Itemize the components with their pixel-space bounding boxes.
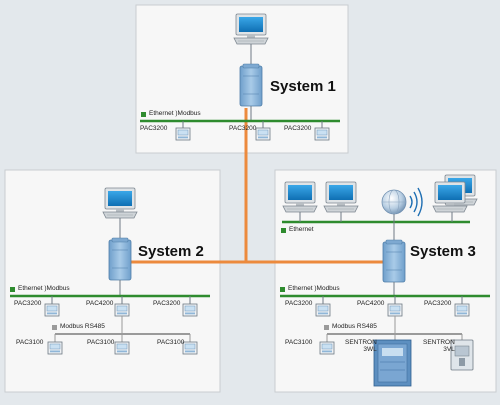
backbone-link <box>124 108 394 264</box>
system-3-bus-label: Ethernet )Modbus <box>280 285 340 293</box>
rs485-label-text: Modbus RS485 <box>332 323 377 330</box>
meter-icon <box>454 303 470 317</box>
system-1-bus-label: Ethernet )Modbus <box>141 110 201 118</box>
rs485-square-icon <box>324 324 329 330</box>
system-3-rs485-label: Modbus RS485 <box>324 323 377 331</box>
bus-label-text: Ethernet )Modbus <box>18 285 70 292</box>
workstation-icon <box>323 181 359 213</box>
breaker-3vl-label: SENTRON 3VL <box>423 339 455 353</box>
bus-label-text: Ethernet )Modbus <box>149 110 201 117</box>
system-1 <box>140 13 340 141</box>
meter-icon <box>314 127 330 141</box>
meter-label: PAC3200 <box>229 125 257 132</box>
meter-label: PAC3200 <box>14 300 42 307</box>
workstation-icon <box>432 181 468 213</box>
breaker-3wl-label: SENTRON 3WL <box>345 339 377 353</box>
meter-icon <box>387 303 403 317</box>
ethernet-square-icon <box>10 286 15 292</box>
meter-icon <box>114 303 130 317</box>
meter-icon <box>182 341 198 355</box>
system-2 <box>10 187 210 355</box>
meter-icon <box>255 127 271 141</box>
meter-label: PAC3100 <box>157 339 185 346</box>
meter-icon <box>47 341 63 355</box>
system-2-rs485-label: Modbus RS485 <box>52 323 105 331</box>
circuit-breaker-3wl-icon <box>373 339 412 387</box>
meter-label: PAC3200 <box>285 300 313 307</box>
system-3-ethernet-label: Ethernet <box>281 226 314 234</box>
gateway-device-icon <box>239 63 263 107</box>
gateway-device-icon <box>108 237 132 281</box>
meter-label: PAC4200 <box>86 300 114 307</box>
ethernet-label-text: Ethernet <box>289 226 314 233</box>
meter-label: PAC3100 <box>16 339 44 346</box>
workstation-icon <box>282 181 318 213</box>
meter-icon <box>44 303 60 317</box>
globe-icon <box>381 189 407 215</box>
circuit-breaker-3vl-icon <box>450 339 474 371</box>
system-2-bus-label: Ethernet )Modbus <box>10 285 70 293</box>
meter-icon <box>182 303 198 317</box>
meter-icon <box>315 303 331 317</box>
meter-label: PAC3200 <box>153 300 181 307</box>
system-1-title: System 1 <box>270 78 336 95</box>
gateway-device-icon <box>382 239 406 283</box>
meter-label: PAC3200 <box>284 125 312 132</box>
meter-label: PAC3100 <box>285 339 313 346</box>
rs485-square-icon <box>52 324 57 330</box>
meter-label: PAC3200 <box>424 300 452 307</box>
ethernet-square-icon <box>280 286 285 292</box>
system-3 <box>280 174 490 387</box>
meter-label: PAC3100 <box>87 339 115 346</box>
meter-icon <box>319 341 335 355</box>
rs485-label-text: Modbus RS485 <box>60 323 105 330</box>
bus-label-text: Ethernet )Modbus <box>288 285 340 292</box>
meter-label: PAC3200 <box>140 125 168 132</box>
system-2-title: System 2 <box>138 243 204 260</box>
ethernet-square-icon <box>281 227 286 233</box>
wireless-icon <box>409 187 423 217</box>
ethernet-square-icon <box>141 111 146 117</box>
workstation-icon <box>102 187 138 219</box>
meter-icon <box>114 341 130 355</box>
meter-icon <box>175 127 191 141</box>
system-3-title: System 3 <box>410 243 476 260</box>
meter-label: PAC4200 <box>357 300 385 307</box>
workstation-icon <box>233 13 269 45</box>
